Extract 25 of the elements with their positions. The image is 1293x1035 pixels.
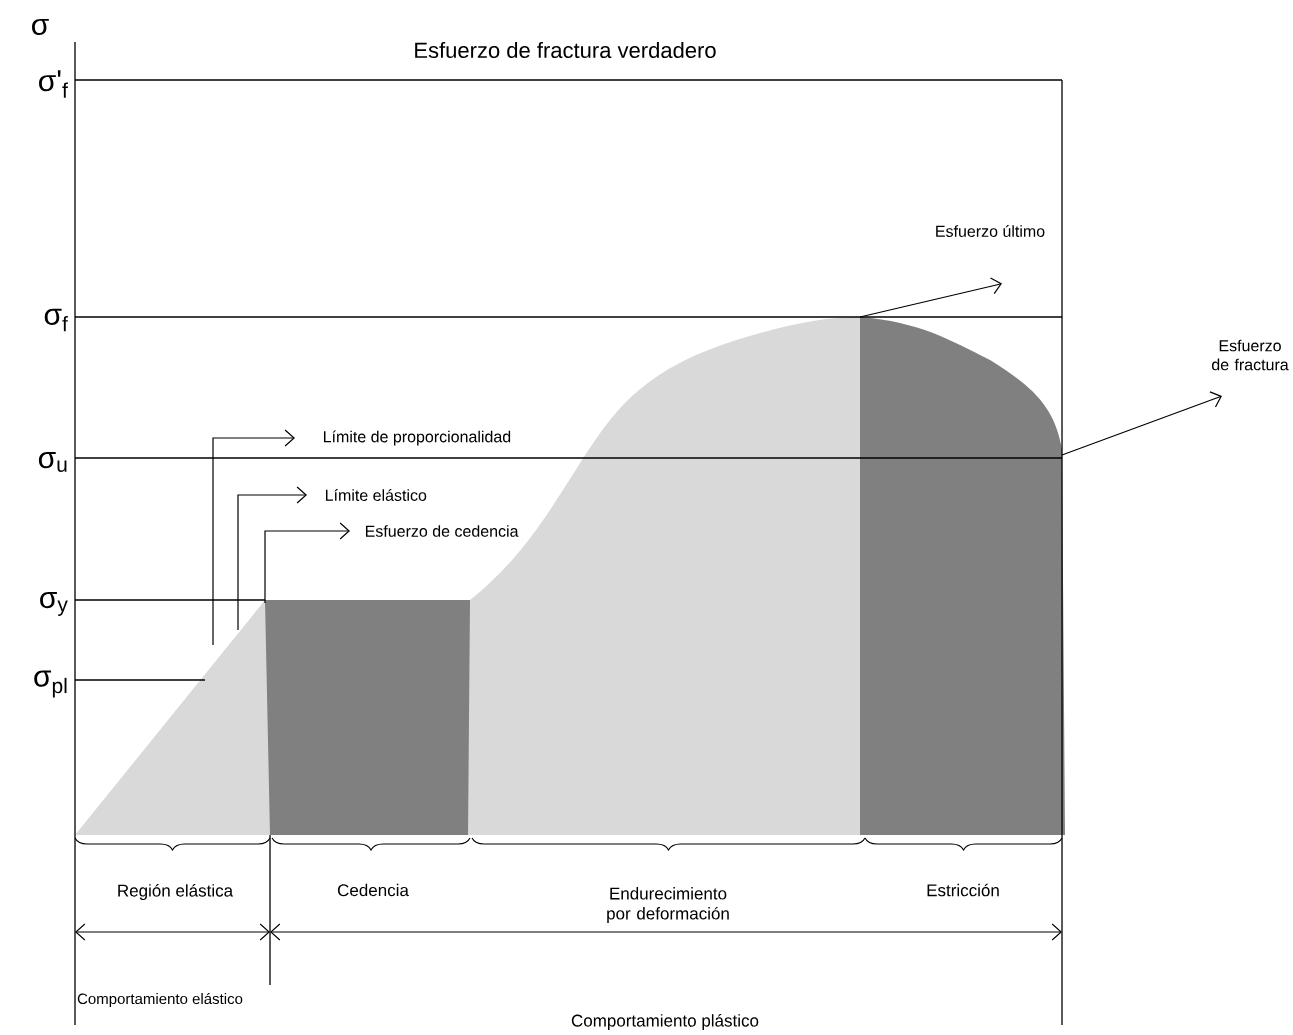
callout-text: Esfuerzo de fractura	[1212, 339, 1289, 371]
stress-level-label: σ'$_{f}$	[39, 70, 68, 98]
title: Esfuerzo de fractura verdadero	[415, 41, 716, 59]
arrow	[264, 522, 350, 604]
callout-text: Límite elástico	[325, 489, 427, 501]
region-label: Cedencia	[337, 883, 409, 897]
stress-level-label: σ$_{y}$	[40, 592, 68, 616]
behaviour-label: Comportamiento elástico	[77, 992, 243, 1008]
region-label: Estricción	[927, 883, 999, 897]
stress-level-label: σ$_{pl}$	[34, 670, 67, 698]
stress-level-label: σ$_{f}$	[44, 308, 68, 332]
behaviour-label: Comportamiento plástico	[571, 1014, 759, 1030]
callout-text: Esfuerzo último	[936, 225, 1045, 237]
necking-region	[860, 317, 1065, 835]
region-label: Región elástica	[118, 884, 234, 900]
axis-label: σ	[32, 18, 49, 36]
arrow	[1061, 391, 1222, 456]
arrow	[859, 277, 1002, 318]
callout-text: Límite de proporcionalidad	[324, 430, 511, 446]
arrow	[237, 486, 307, 631]
region-label: Endurecimiento por deformación	[607, 887, 729, 923]
stress-level-label: σ$_{u}$	[38, 452, 67, 472]
callout-text: Esfuerzo de cedencia	[365, 525, 519, 537]
yield-region	[265, 600, 470, 835]
arrow	[212, 429, 295, 646]
